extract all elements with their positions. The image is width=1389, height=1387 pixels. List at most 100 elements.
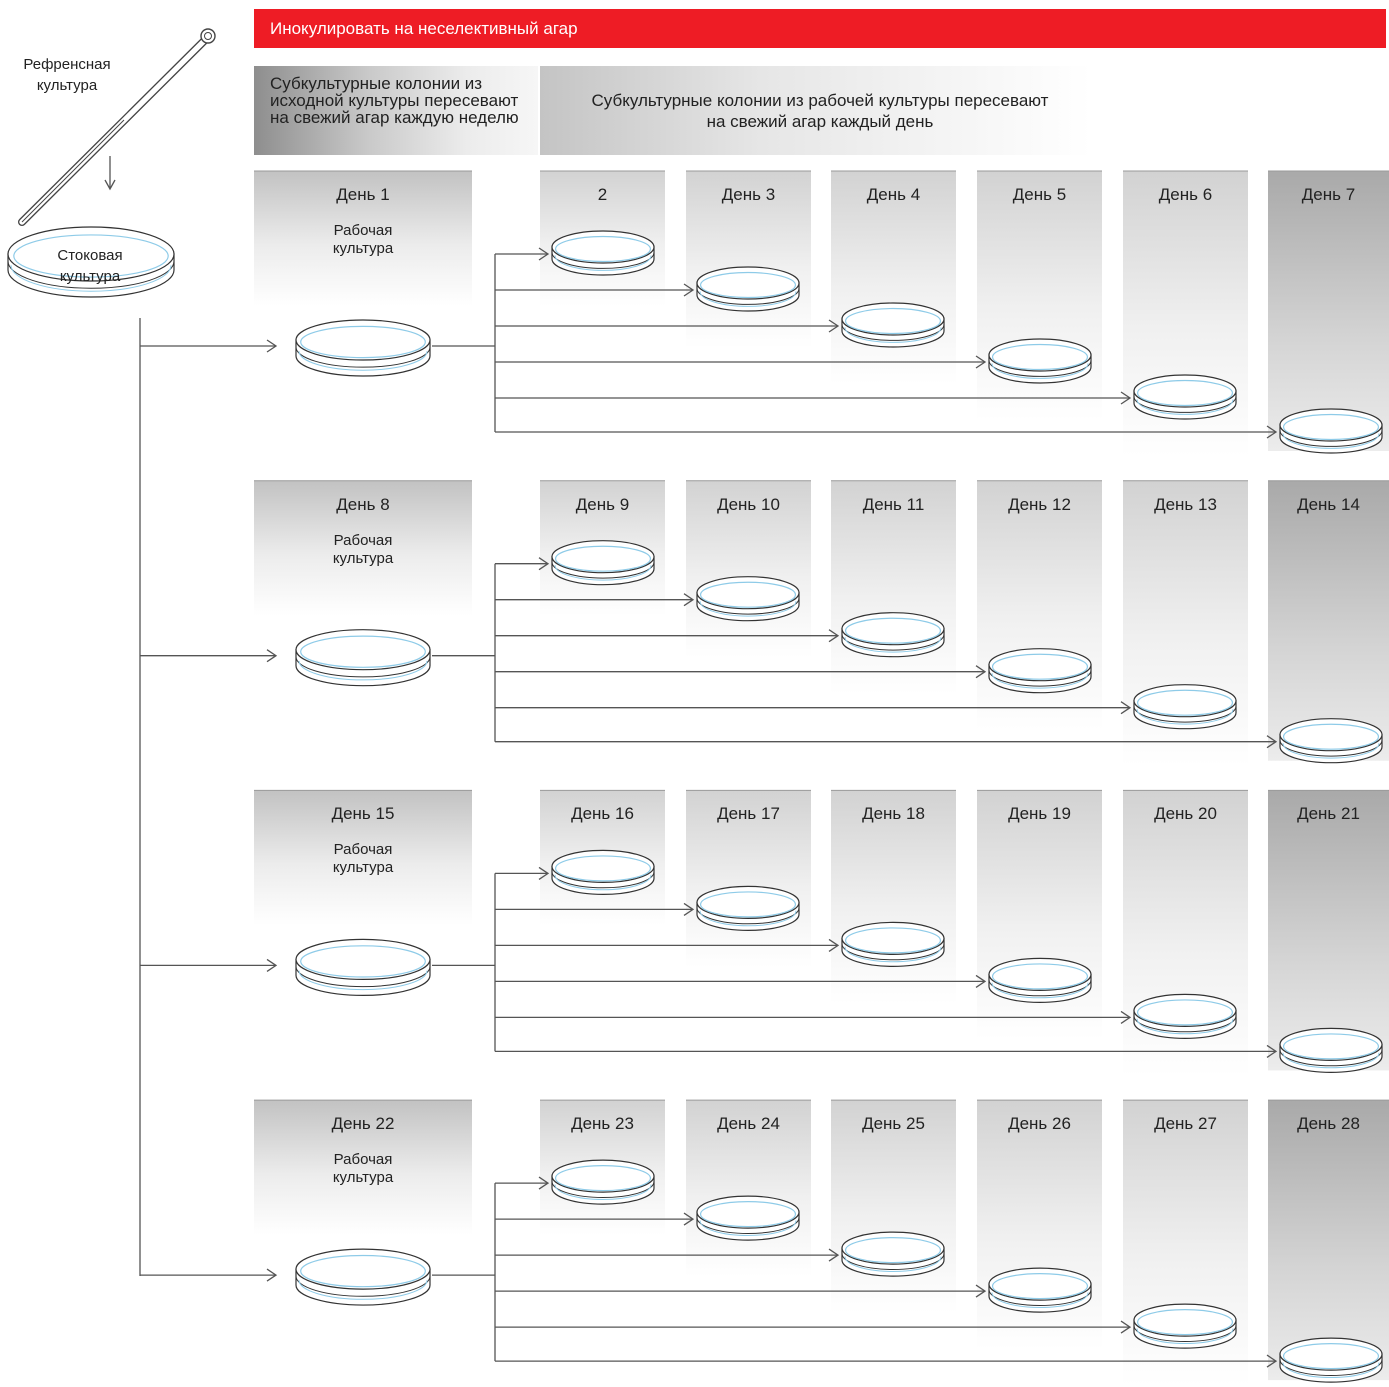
- inoculate-banner: Инокулировать на неселективный агар: [254, 9, 1386, 48]
- day-label: День 15: [331, 804, 395, 824]
- arrow-right-icon: [683, 593, 695, 607]
- subculture-dish-icon: [988, 338, 1092, 384]
- day-label: День 6: [1158, 185, 1213, 204]
- arrow-right-icon: [683, 283, 695, 297]
- day-column-bg: [254, 480, 472, 616]
- day-column-bg: [831, 480, 956, 694]
- subculture-dish-icon: [988, 648, 1092, 694]
- arrow-right-icon: [1120, 1320, 1132, 1334]
- day-label: День 16: [571, 804, 634, 824]
- day-label: День 19: [1008, 804, 1071, 824]
- day-label: День 5: [1012, 185, 1067, 204]
- day-column-bg: [1268, 171, 1389, 451]
- arrow-right-icon: [975, 1284, 987, 1298]
- subculture-dish-icon: [841, 921, 945, 967]
- day-label: День 7: [1301, 185, 1356, 204]
- day-label: День 21: [1297, 804, 1360, 824]
- stock-dish-icon: [7, 226, 175, 298]
- arrow-right-icon: [1266, 1044, 1278, 1058]
- day-label: День 14: [1297, 494, 1360, 514]
- arrow-right-icon: [266, 649, 278, 663]
- subculture-dish-icon: [696, 266, 800, 312]
- subculture-dish-icon: [1133, 684, 1237, 730]
- arrow-right-icon: [975, 665, 987, 679]
- day-column-bg: [686, 480, 811, 658]
- subculture-dish-icon: [1279, 1337, 1383, 1383]
- day-label: День 9: [575, 494, 630, 514]
- arrow-right-icon: [266, 958, 278, 972]
- subculture-dish-icon: [1133, 993, 1237, 1039]
- working-culture-label: Рабочая культура: [332, 531, 394, 567]
- daily-subculture-header: Субкультурные колонии из рабочей культур…: [540, 66, 1092, 155]
- subculture-dish-icon: [988, 1267, 1092, 1313]
- day-label: День 24: [717, 1114, 780, 1134]
- working-culture-label: Рабочая культура: [332, 841, 394, 877]
- subculture-dish-icon: [696, 885, 800, 931]
- day-column-bg: [1268, 790, 1389, 1071]
- banner-text: Инокулировать на неселективный агар: [270, 19, 578, 38]
- subculture-dish-icon: [696, 576, 800, 622]
- day-label: День 17: [717, 804, 780, 824]
- day-label: День 25: [862, 1114, 925, 1134]
- day-label: День 18: [862, 804, 925, 824]
- day-column-bg: [686, 790, 811, 968]
- weekly-subculture-header: Субкультурные колонии из исходной культу…: [254, 66, 538, 155]
- day-label: День 23: [571, 1114, 634, 1134]
- arrow-right-icon: [538, 1176, 550, 1190]
- subculture-dish-icon: [988, 957, 1092, 1003]
- day-label: День 22: [331, 1114, 395, 1134]
- working-culture-label: Рабочая культура: [332, 222, 394, 257]
- arrow-right-icon: [828, 319, 840, 333]
- arrow-right-icon: [828, 1248, 840, 1262]
- arrow-right-icon: [266, 339, 278, 353]
- subculture-dish-icon: [841, 302, 945, 348]
- arrow-right-icon: [683, 902, 695, 916]
- day-label: День 27: [1154, 1114, 1217, 1134]
- subculture-dish-icon: [841, 612, 945, 658]
- day-label: День 11: [862, 494, 925, 514]
- day-column-bg: [1268, 1100, 1389, 1381]
- arrow-right-icon: [828, 629, 840, 643]
- day-column-bg: [1268, 480, 1389, 761]
- day-column-bg: [254, 790, 472, 926]
- weekly-subculture-text: Субкультурные колонии из исходной культу…: [270, 74, 519, 127]
- subculture-dish-icon: [1133, 1303, 1237, 1349]
- arrow-right-icon: [828, 938, 840, 952]
- arrow-right-icon: [975, 355, 987, 369]
- arrow-right-icon: [975, 974, 987, 988]
- subculture-dish-icon: [1279, 1027, 1383, 1073]
- day-label: День 10: [717, 494, 780, 514]
- working-dish-icon: [295, 319, 431, 377]
- arrow-right-icon: [1266, 1354, 1278, 1368]
- subculture-dish-icon: [841, 1231, 945, 1277]
- arrow-down-icon: [104, 179, 116, 191]
- arrow-right-icon: [1120, 391, 1132, 405]
- arrow-right-icon: [1266, 425, 1278, 439]
- day-label: День 3: [721, 185, 776, 204]
- arrow-right-icon: [538, 866, 550, 880]
- arrow-right-icon: [538, 247, 550, 261]
- reference-culture-label: Рефренсная культура: [23, 56, 111, 94]
- arrow-right-icon: [1266, 735, 1278, 749]
- subculture-dish-icon: [551, 1159, 655, 1205]
- day-column-bg: [831, 1100, 956, 1314]
- daily-subculture-text: Субкультурные колонии из рабочей культур…: [591, 91, 1049, 131]
- subculture-dish-icon: [551, 849, 655, 895]
- day-label: 2: [597, 185, 608, 204]
- day-column-bg: [831, 171, 956, 384]
- subculture-dish-icon: [1133, 374, 1237, 420]
- day-column-bg: [254, 1100, 472, 1236]
- day-label: День 8: [336, 494, 390, 514]
- working-dish-icon: [295, 938, 431, 996]
- working-culture-label: Рабочая культура: [332, 1151, 394, 1187]
- subculture-dish-icon: [696, 1195, 800, 1241]
- arrow-right-icon: [538, 557, 550, 571]
- arrow-right-icon: [1120, 701, 1132, 715]
- subculture-dish-icon: [1279, 408, 1383, 454]
- arrow-right-icon: [266, 1268, 278, 1282]
- day-column-bg: [254, 171, 472, 306]
- working-dish-icon: [295, 629, 431, 687]
- subculture-dish-icon: [1279, 718, 1383, 764]
- arrow-right-icon: [1120, 1010, 1132, 1024]
- inoculation-loop-icon: [18, 28, 216, 226]
